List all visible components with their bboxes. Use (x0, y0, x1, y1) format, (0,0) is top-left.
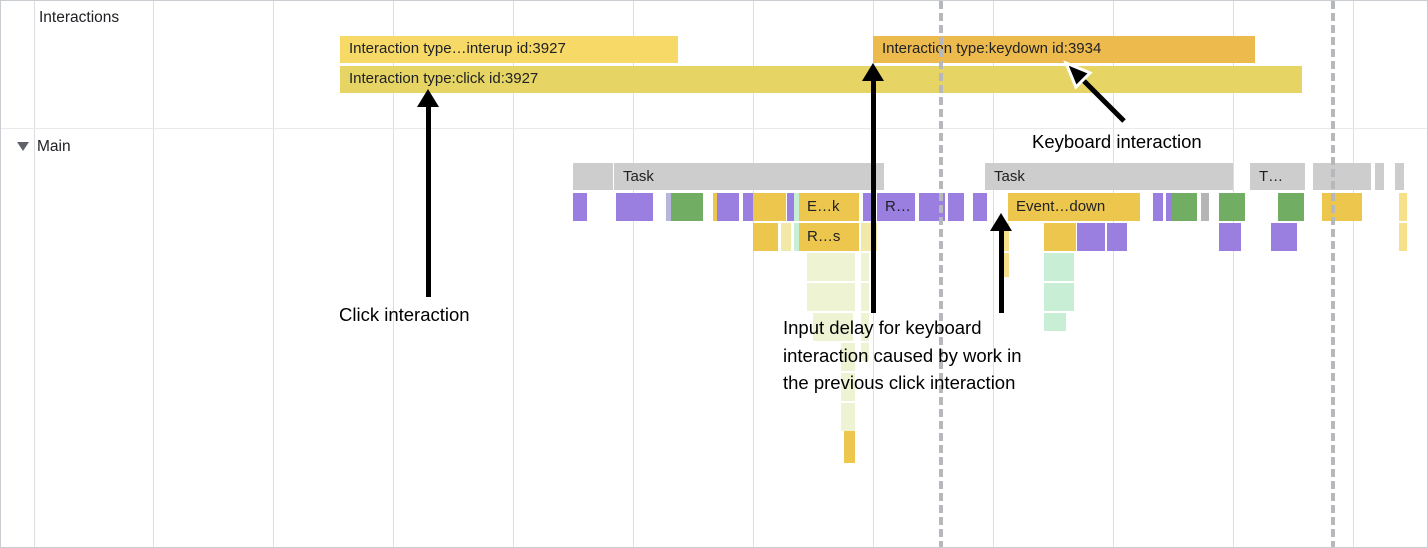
annotation-click-interaction: Click interaction (339, 304, 470, 325)
gridline (1113, 1, 1114, 547)
task-bar[interactable]: T… (1250, 163, 1305, 190)
flame-block[interactable] (844, 431, 855, 463)
task-bar[interactable] (1395, 163, 1404, 190)
arrow-head-click-arrow (417, 89, 439, 107)
timeline-marker-line (1331, 1, 1335, 547)
interaction-bar[interactable]: Interaction type:click id:3927 (340, 66, 1302, 93)
flame-block[interactable] (1271, 223, 1297, 251)
flame-block[interactable] (717, 193, 739, 221)
gridline (753, 1, 754, 547)
flame-block[interactable] (616, 193, 624, 221)
flame-block[interactable] (861, 283, 869, 311)
flame-block[interactable] (1044, 223, 1076, 251)
flame-block[interactable] (1077, 223, 1105, 251)
flame-block[interactable] (807, 253, 855, 281)
flame-block[interactable]: E…k (799, 193, 859, 221)
arrow-head-input-delay-task-arrow (862, 63, 884, 81)
flame-block[interactable] (861, 313, 869, 341)
arrow-head-input-delay-event-arrow (990, 213, 1012, 231)
flame-block[interactable] (841, 373, 855, 401)
flame-block[interactable] (973, 193, 987, 221)
flame-block[interactable] (622, 193, 630, 221)
arrow-shaft-input-delay-event-arrow (998, 229, 1004, 313)
flame-block[interactable] (1322, 193, 1362, 221)
task-bar[interactable]: Task (985, 163, 1233, 190)
task-bar[interactable] (1313, 163, 1371, 190)
gridline (153, 1, 154, 547)
gridline (34, 1, 35, 547)
section-label-main: Main (37, 138, 71, 155)
flame-block[interactable]: R…s (799, 223, 859, 251)
flame-block[interactable] (1219, 223, 1241, 251)
flame-block[interactable] (1278, 193, 1304, 221)
gridline (393, 1, 394, 547)
flame-block[interactable] (671, 193, 703, 221)
flame-block[interactable] (1044, 313, 1066, 331)
flame-block[interactable] (753, 193, 761, 221)
task-bar[interactable] (1375, 163, 1384, 190)
flame-block[interactable] (841, 343, 855, 371)
flame-block[interactable] (787, 193, 795, 221)
flame-block[interactable] (1201, 193, 1209, 221)
interaction-bar[interactable]: Interaction type…interup id:3927 (340, 36, 678, 63)
flame-block[interactable] (1044, 253, 1074, 281)
gridline (1233, 1, 1234, 547)
gridline (273, 1, 274, 547)
flame-block[interactable] (753, 223, 778, 251)
flame-block[interactable] (1001, 253, 1009, 277)
interaction-bar[interactable]: Interaction type:keydown id:3934 (873, 36, 1255, 63)
flame-block[interactable] (1044, 283, 1074, 311)
flame-block[interactable] (861, 343, 869, 361)
gridline (513, 1, 514, 547)
flame-block[interactable] (666, 193, 674, 221)
task-bar[interactable] (573, 163, 613, 190)
flame-block[interactable]: R… (877, 193, 915, 221)
flame-block[interactable] (1001, 223, 1009, 251)
chevron-down-icon[interactable] (17, 142, 29, 151)
flame-block[interactable] (781, 223, 791, 251)
flame-block[interactable] (1219, 193, 1245, 221)
flame-block[interactable]: Event…down (1008, 193, 1140, 221)
flame-block[interactable] (807, 283, 855, 311)
arrow-shaft-input-delay-task-arrow (870, 79, 876, 313)
flame-block[interactable] (627, 193, 653, 221)
track-divider (1, 128, 1427, 129)
flame-block[interactable] (1399, 223, 1407, 251)
flame-block[interactable] (1171, 193, 1197, 221)
flame-block[interactable] (1399, 193, 1407, 221)
gridline (633, 1, 634, 547)
arrow-shaft-click-arrow (425, 105, 431, 297)
gridline (1353, 1, 1354, 547)
flame-block[interactable] (573, 193, 581, 221)
flame-block[interactable] (579, 193, 587, 221)
gridline (993, 1, 994, 547)
flame-block[interactable] (841, 403, 855, 431)
flame-block[interactable] (794, 223, 802, 251)
flame-block[interactable] (948, 193, 964, 221)
flame-block[interactable] (743, 193, 751, 221)
flame-block[interactable] (861, 223, 869, 251)
flame-block[interactable] (813, 313, 853, 341)
flame-block[interactable] (1166, 193, 1174, 221)
flame-block[interactable] (794, 193, 802, 221)
flame-block[interactable] (1107, 223, 1127, 251)
flame-block[interactable] (861, 253, 869, 281)
flame-block[interactable] (1153, 193, 1163, 221)
flame-block[interactable] (758, 193, 786, 221)
annotation-keyboard-interaction: Keyboard interaction (1032, 131, 1202, 152)
timeline-marker-line (939, 1, 943, 547)
task-bar[interactable]: Task (614, 163, 884, 190)
annotation-input-delay: Input delay for keyboard interaction cau… (783, 317, 1022, 393)
section-label-interactions: Interactions (39, 9, 120, 26)
